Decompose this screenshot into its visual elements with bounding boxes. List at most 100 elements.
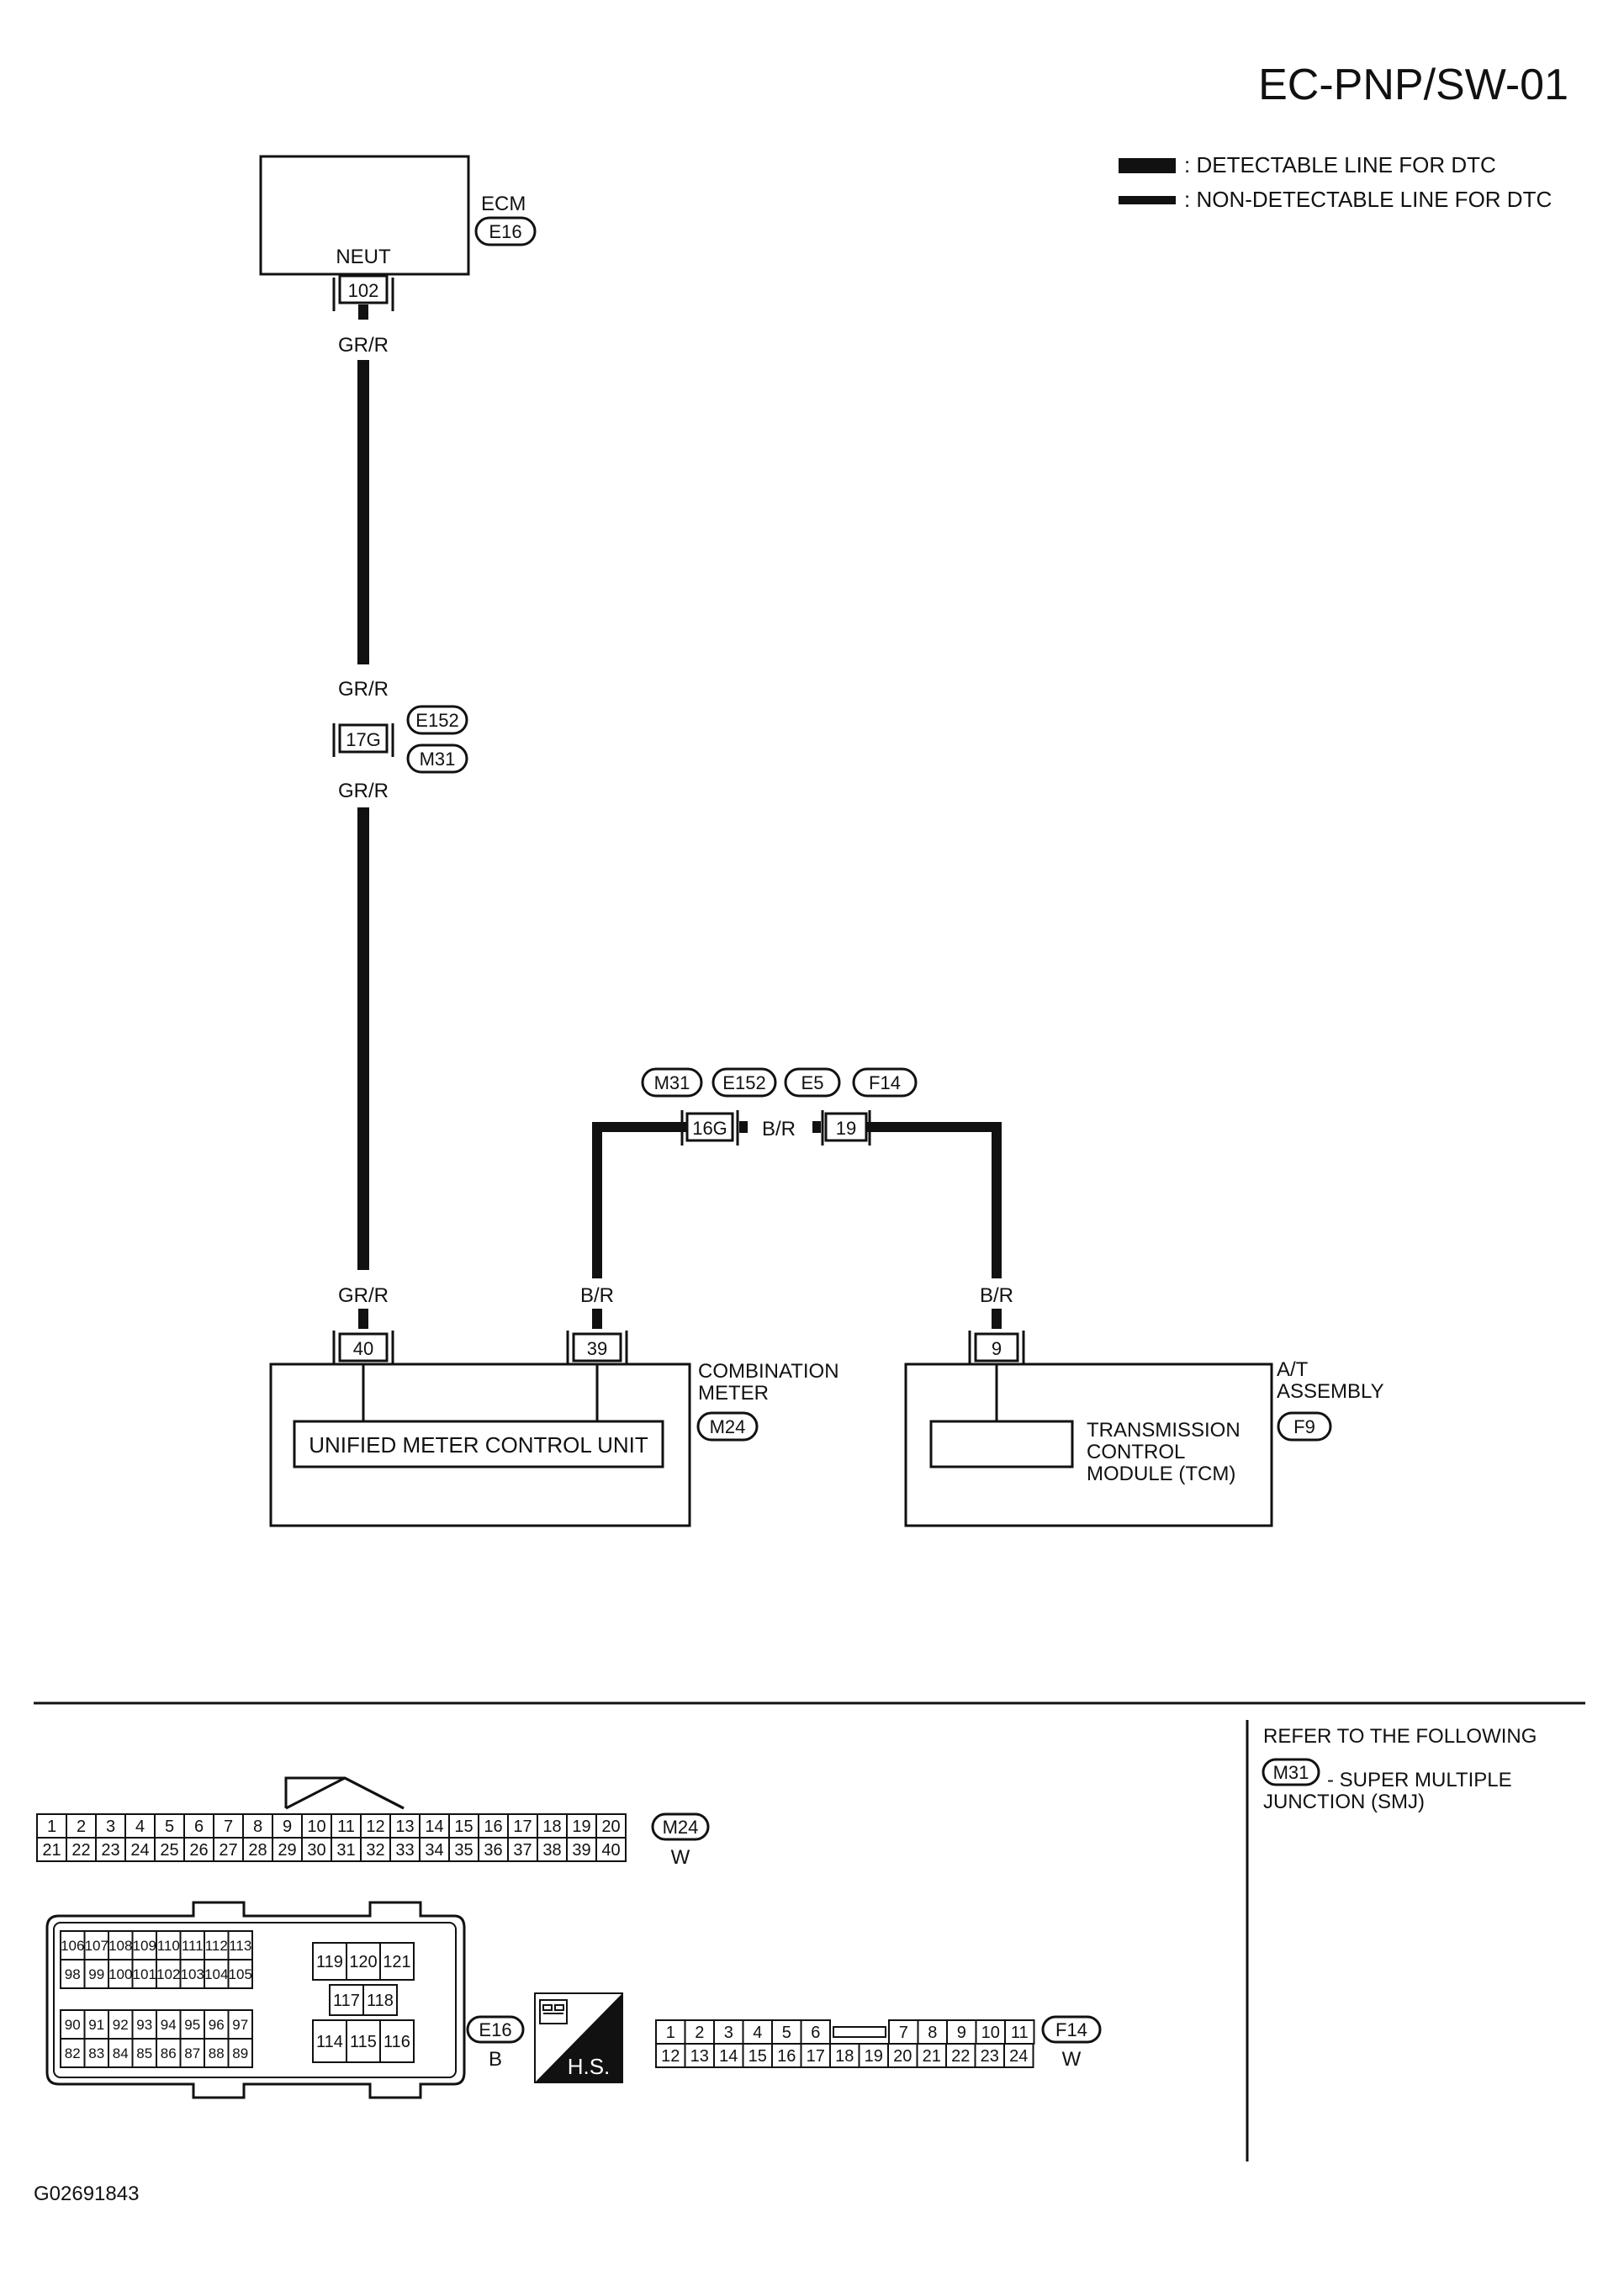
- m24-pin-label: 1: [47, 1818, 56, 1836]
- f14-pin-label: 7: [899, 2024, 908, 2042]
- e16-pin-label: 87: [184, 2045, 200, 2061]
- e16-pin-label: 96: [209, 2017, 225, 2033]
- m24-pin-label: 35: [454, 1841, 473, 1860]
- m24-pin-label: 30: [307, 1841, 325, 1860]
- m24-pin: [389, 1813, 421, 1839]
- f14-pin-label: 20: [893, 2047, 912, 2066]
- e16-pin-label: 89: [232, 2045, 248, 2061]
- m24-connector-id: M24: [663, 1817, 699, 1838]
- m24-pin-label: 40: [601, 1841, 620, 1860]
- refer-connector: M31: [1273, 1762, 1309, 1783]
- f14-pin: [1004, 2019, 1035, 2045]
- f14-pin-label: 21: [923, 2047, 941, 2066]
- e16-pin-label: 84: [113, 2045, 129, 2061]
- f14-pin: [946, 2019, 977, 2045]
- m24-pin: [537, 1837, 568, 1862]
- br-connector-e152: E152: [722, 1072, 765, 1093]
- e16-pin-label: 82: [65, 2045, 81, 2061]
- figure-id: G02691843: [34, 2183, 139, 2205]
- e16-pin-label: 104: [204, 1966, 228, 1982]
- e16-pin-label: 117: [333, 1992, 360, 2010]
- m24-pin-label: 10: [307, 1818, 325, 1836]
- e16-pin: [131, 1930, 157, 1960]
- hs-label: H.S.: [568, 2054, 611, 2079]
- at-assembly-connector: F9: [1293, 1416, 1315, 1437]
- m24-pin-label: 25: [160, 1841, 178, 1860]
- m24-pin-label: 24: [130, 1841, 149, 1860]
- m24-pin: [242, 1813, 273, 1839]
- junction-m31-id: M31: [420, 749, 456, 770]
- m24-pin-label: 5: [165, 1818, 174, 1836]
- e16-pin: [227, 2009, 253, 2040]
- f14-latch: [833, 2026, 886, 2038]
- f14-pin-label: 4: [753, 2024, 762, 2042]
- m24-pin-label: 2: [77, 1818, 86, 1836]
- m24-pin-label: 13: [395, 1818, 414, 1836]
- f14-pin-label: 19: [865, 2047, 883, 2066]
- f14-connector-id: F14: [1055, 2019, 1087, 2040]
- m24-pin-label: 27: [219, 1841, 237, 1860]
- m24-pin-label: 12: [366, 1818, 384, 1836]
- unified-meter-control-unit: [293, 1420, 664, 1468]
- meter-terminal-39-label: 39: [587, 1338, 607, 1359]
- m24-pin: [301, 1837, 332, 1862]
- ecm-label: ECM: [481, 193, 526, 215]
- at-terminal-9-label: 9: [992, 1338, 1002, 1359]
- e16-pin: [156, 1959, 182, 1989]
- tcm-box: [929, 1420, 1074, 1468]
- e16-pin-label: 109: [133, 1938, 156, 1954]
- m24-pin-label: 19: [572, 1818, 590, 1836]
- e16-pin-label: 90: [65, 2017, 81, 2033]
- refer-heading: REFER TO THE FOLLOWING: [1263, 1725, 1537, 1748]
- e16-pin: [379, 2019, 415, 2063]
- tcm-label-2: CONTROL: [1087, 1441, 1185, 1463]
- ecm-neut-label: NEUT: [336, 246, 391, 268]
- e16-pin-label: 113: [229, 1938, 251, 1954]
- m24-pin: [213, 1837, 244, 1862]
- e16-pin-label: 106: [61, 1938, 84, 1954]
- f14-pin: [916, 2043, 947, 2068]
- m24-pin-label: 3: [106, 1818, 115, 1836]
- e16-pin-label: 100: [108, 1966, 132, 1982]
- m24-pin-label: 32: [366, 1841, 384, 1860]
- f14-pin-label: 17: [807, 2047, 825, 2066]
- m24-pin: [331, 1837, 362, 1862]
- junction-16g: [685, 1112, 734, 1142]
- e16-pin-label: 108: [108, 1938, 132, 1954]
- e16-pin-label: 91: [88, 2017, 104, 2033]
- f14-pin-label: 14: [719, 2047, 738, 2066]
- at-assembly-name-1: A/T: [1277, 1358, 1309, 1381]
- e16-pin: [227, 2038, 253, 2068]
- meter-terminal-40: [338, 1332, 389, 1363]
- e16-pin: [156, 1930, 182, 1960]
- combination-meter-connector: M24: [710, 1416, 746, 1437]
- wire-br-left: [592, 1122, 690, 1278]
- m24-pin-label: 33: [395, 1841, 414, 1860]
- m24-pin-label: 21: [42, 1841, 61, 1860]
- tcm-label-1: TRANSMISSION: [1087, 1419, 1240, 1442]
- junction-17g-label: 17G: [346, 729, 381, 750]
- refer-desc-2: JUNCTION (SMJ): [1263, 1791, 1425, 1813]
- m24-pin-label: 20: [601, 1818, 620, 1836]
- e16-pin-label: 121: [383, 1953, 410, 1971]
- e16-pin-label: 102: [156, 1966, 180, 1982]
- m24-pin: [360, 1837, 391, 1862]
- m24-pin: [36, 1837, 67, 1862]
- e16-pin-label: 119: [316, 1953, 343, 1971]
- f14-color: W: [1062, 2048, 1082, 2071]
- connector-e16-shell: [45, 1901, 466, 2099]
- e16-pin: [346, 2019, 381, 2063]
- f14-pin-label: 16: [777, 2047, 796, 2066]
- junction-16g-label: 16G: [692, 1118, 727, 1139]
- ecm-terminal-102: [338, 274, 389, 304]
- f14-pin: [1003, 2043, 1034, 2068]
- e16-pin-label: 86: [161, 2045, 177, 2061]
- m24-pin-label: 36: [484, 1841, 502, 1860]
- f14-pin-label: 13: [690, 2047, 709, 2066]
- f14-pin: [974, 2043, 1005, 2068]
- m24-pin-label: 15: [454, 1818, 473, 1836]
- m24-pin: [448, 1837, 479, 1862]
- e16-pin: [83, 2038, 109, 2068]
